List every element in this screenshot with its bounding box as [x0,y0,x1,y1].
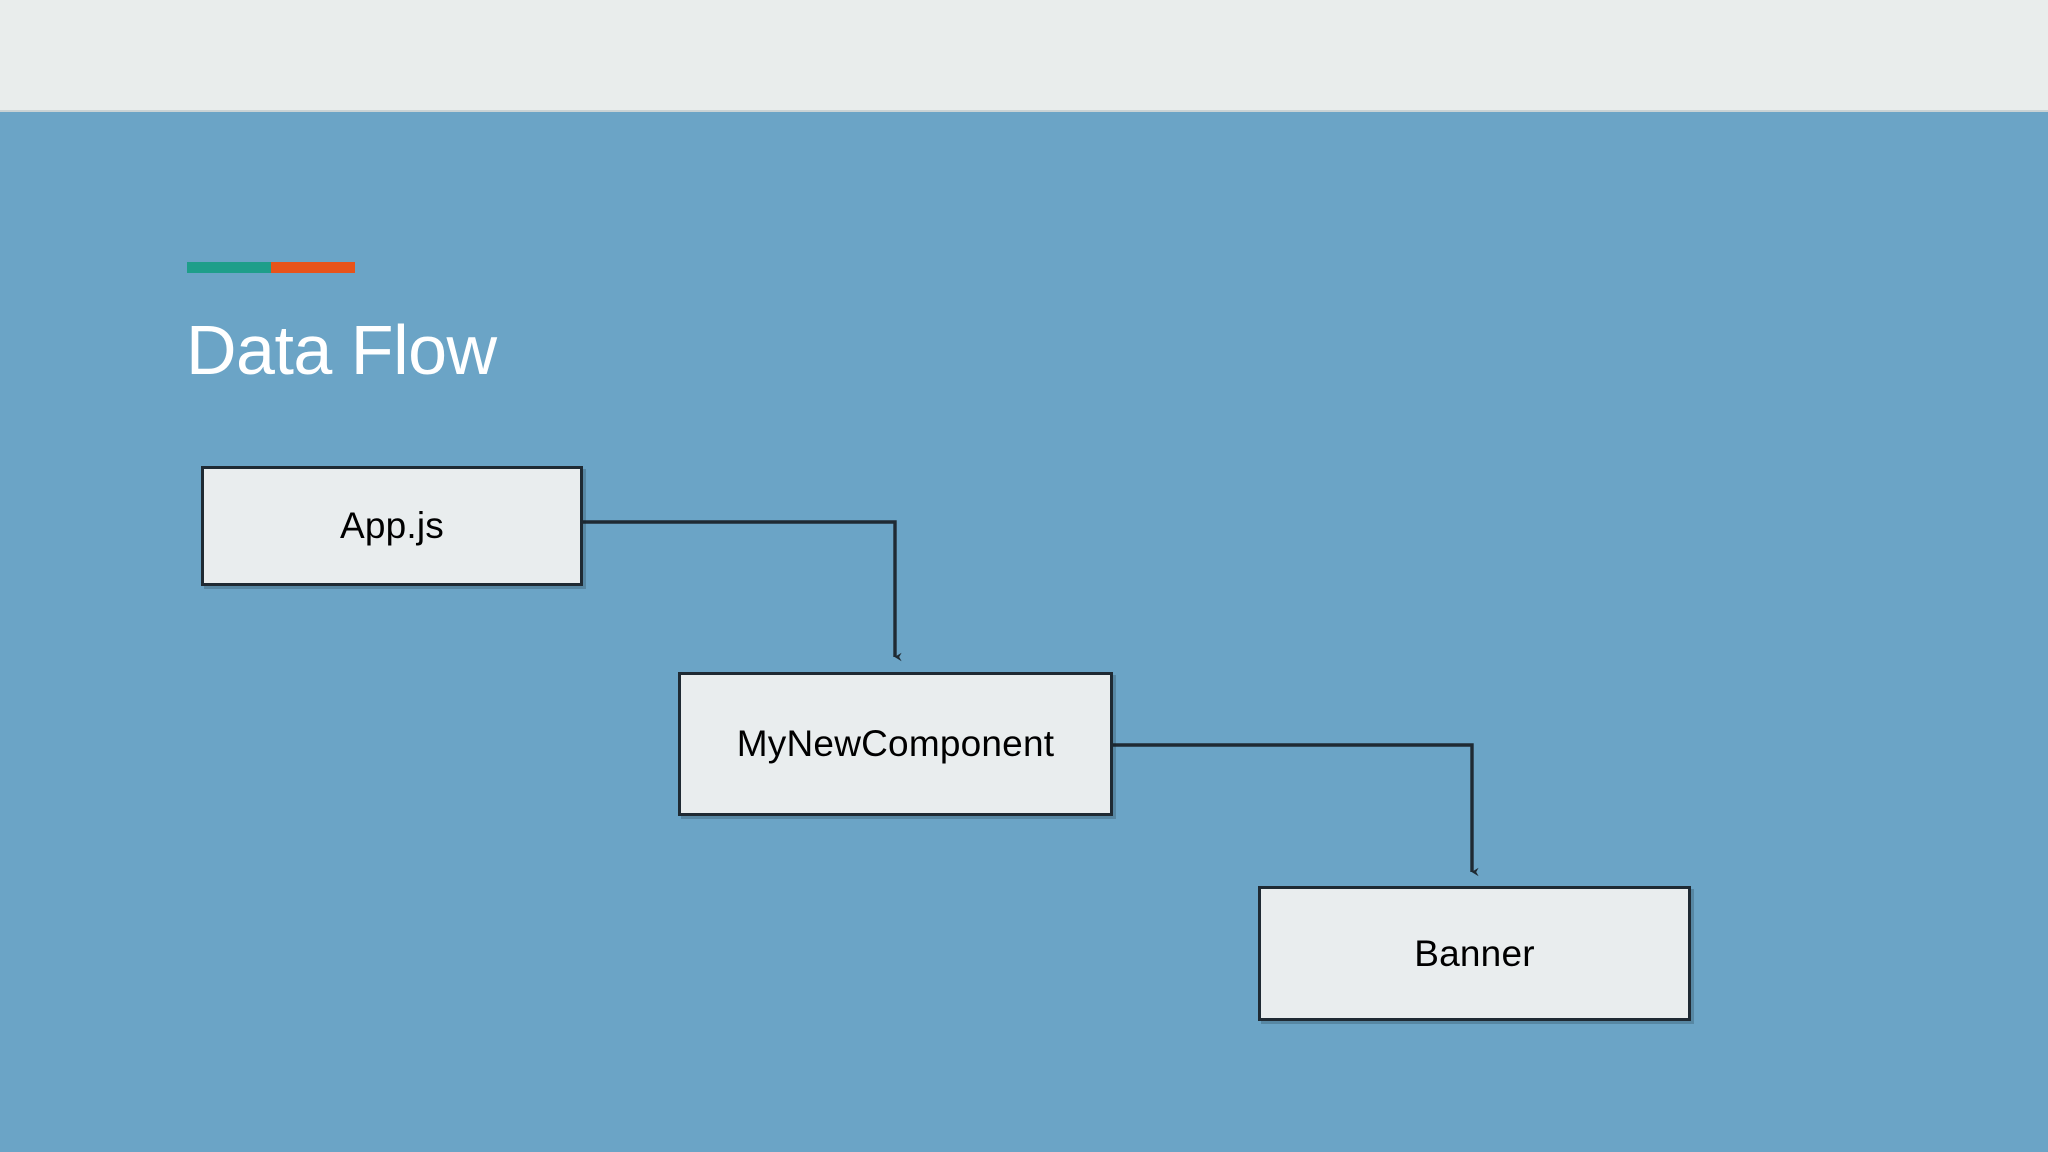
node-app-js[interactable]: App.js [201,466,583,586]
node-banner-label: Banner [1414,932,1535,974]
edge-mynewcomponent-to-banner [1113,743,1479,877]
top-band [0,0,2048,110]
node-mynewcomponent[interactable]: MyNewComponent [678,672,1113,816]
node-app-js-label: App.js [339,505,445,546]
accent-bar-right-segment [271,262,355,273]
accent-bar [187,262,355,273]
node-mynewcomponent-label: MyNewComponent [736,723,1055,764]
accent-bar-left-segment [187,262,271,273]
edge-app-to-mynewcomponent [583,520,902,662]
page-title: Data Flow [186,311,497,389]
band-divider [0,110,2048,112]
node-banner[interactable]: Banner [1258,886,1691,1021]
